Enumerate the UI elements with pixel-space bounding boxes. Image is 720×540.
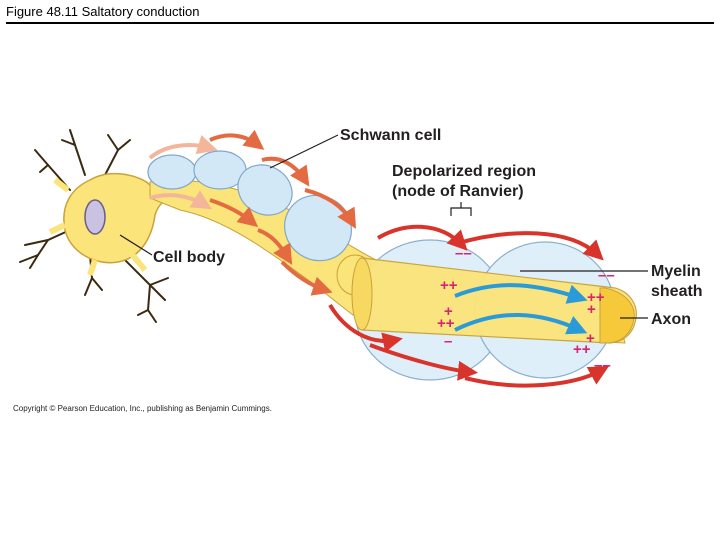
- label-myelin: Myelin: [651, 263, 701, 280]
- myelin-segments: [147, 150, 352, 262]
- label-cell-body: Cell body: [153, 249, 225, 266]
- label-schwann-cell: Schwann cell: [340, 127, 441, 144]
- svg-text:+: +: [444, 303, 453, 320]
- propagation-arrows-red: [328, 224, 609, 388]
- svg-text:++: ++: [437, 315, 455, 332]
- svg-text:––: ––: [594, 357, 611, 374]
- figure-title: Figure 48.11 Saltatory conduction: [6, 4, 200, 19]
- svg-text:+: +: [586, 330, 595, 347]
- leader-lines: [119, 134, 648, 319]
- svg-text:–: –: [444, 333, 452, 350]
- svg-text:++: ++: [440, 277, 458, 294]
- dendrites: [19, 129, 169, 323]
- local-current-arrows: [454, 283, 588, 335]
- propagation-arrows-faded: [148, 134, 218, 210]
- label-sheath: sheath: [651, 283, 703, 300]
- svg-text:––: ––: [455, 245, 472, 262]
- membrane-charges: –– ++ + ++ – –– ++ + + ++ ––: [437, 245, 615, 374]
- svg-text:++: ++: [587, 289, 605, 306]
- svg-text:––: ––: [598, 267, 615, 284]
- label-node-of-ranvier: (node of Ranvier): [392, 183, 524, 200]
- propagation-arrows-orange: [209, 129, 357, 296]
- svg-text:+: +: [587, 301, 596, 318]
- svg-text:++: ++: [573, 341, 591, 358]
- nucleus: [84, 199, 106, 235]
- label-depolarized-region: Depolarized region: [392, 163, 536, 180]
- copyright-notice: Copyright © Pearson Education, Inc., pub…: [13, 404, 272, 413]
- title-rule: [6, 22, 714, 24]
- label-axon: Axon: [651, 311, 691, 328]
